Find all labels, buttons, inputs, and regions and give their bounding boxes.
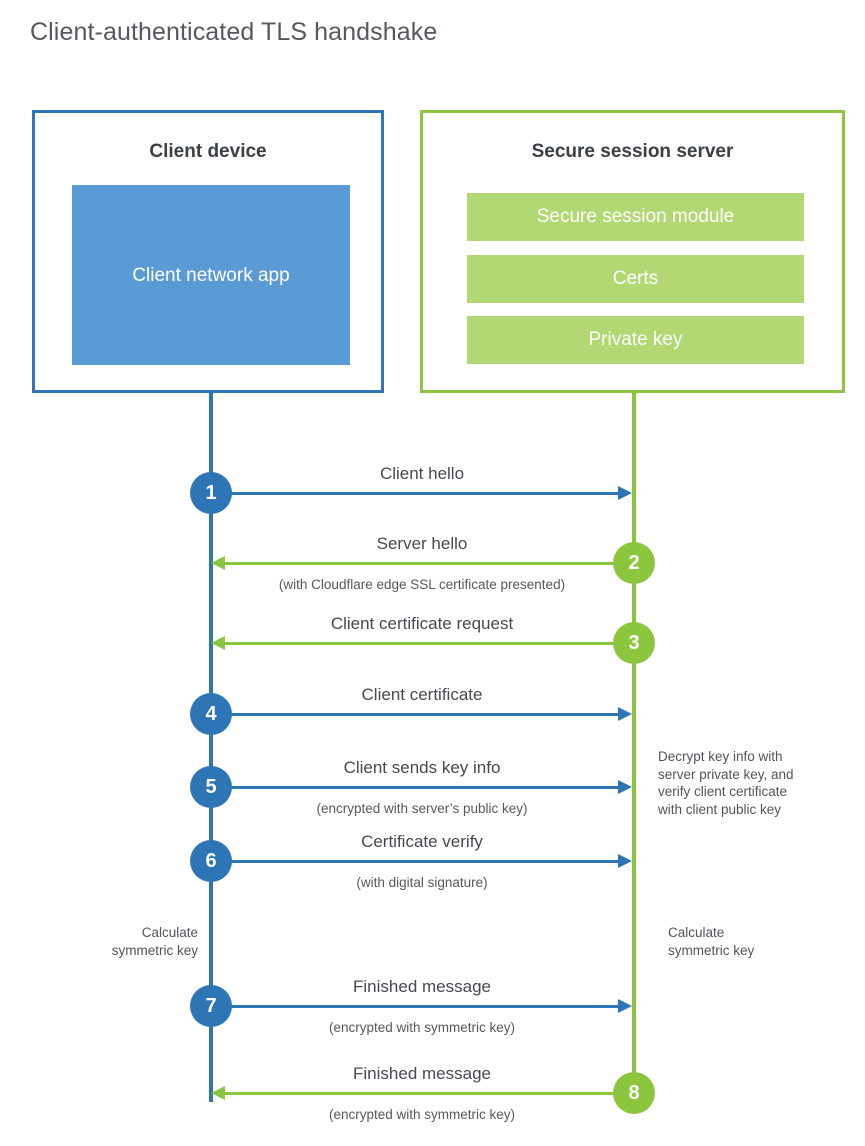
server-component-secure-session-module: Secure session module: [467, 193, 804, 241]
message-sublabel-8: (encrypted with symmetric key): [328, 1107, 516, 1122]
arrow-left-icon-3: [211, 636, 225, 650]
arrow-right-icon-1: [618, 486, 632, 500]
step-number-badge-5[interactable]: 5: [190, 766, 232, 808]
secure-session-server-title: Secure session server: [531, 141, 734, 162]
arrow-left-icon-2: [211, 556, 225, 570]
step-number-badge-8[interactable]: 8: [613, 1072, 655, 1114]
message-arrow-line-2: [222, 562, 632, 565]
message-arrow-line-4: [211, 713, 621, 716]
arrow-right-icon-4: [618, 707, 632, 721]
client-device-box: Client device Client network app: [32, 110, 384, 393]
step-number-badge-3[interactable]: 3: [613, 622, 655, 664]
annotation-decrypt-key-info: Decrypt key info with server private key…: [658, 749, 794, 817]
step-number-badge-1[interactable]: 1: [190, 472, 232, 514]
step-number-badge-6[interactable]: 6: [190, 840, 232, 882]
message-label-4: Client certificate: [361, 685, 483, 704]
message-sublabel-7: (encrypted with symmetric key): [328, 1020, 516, 1035]
message-sublabel-5: (encrypted with server’s public key): [316, 801, 528, 816]
message-label-6: Certificate verify: [361, 832, 483, 851]
message-arrow-line-1: [211, 492, 621, 495]
arrow-left-icon-8: [211, 1086, 225, 1100]
message-sublabel-6: (with digital signature): [356, 875, 488, 890]
client-network-app-block: Client network app: [72, 185, 350, 365]
client-device-title: Client device: [149, 141, 267, 162]
message-label-8: Finished message: [353, 1064, 491, 1083]
arrow-right-icon-5: [618, 780, 632, 794]
step-number-badge-7[interactable]: 7: [190, 985, 232, 1027]
message-label-3: Client certificate request: [330, 614, 514, 633]
message-arrow-line-7: [211, 1005, 621, 1008]
message-arrow-line-3: [222, 642, 632, 645]
server-component-certs: Certs: [467, 255, 804, 303]
arrow-right-icon-6: [618, 854, 632, 868]
message-sublabel-2: (with Cloudflare edge SSL certificate pr…: [278, 577, 566, 592]
arrow-right-icon-7: [618, 999, 632, 1013]
secure-session-server-box: Secure session server Secure session mod…: [420, 110, 845, 393]
page-title: Client-authenticated TLS handshake: [30, 18, 438, 46]
annotation-calculate-symmetric-key-client: Calculate symmetric key: [111, 925, 198, 958]
annotation-calculate-symmetric-key-server: Calculate symmetric key: [668, 925, 755, 958]
message-label-1: Client hello: [379, 464, 465, 483]
message-arrow-line-6: [211, 860, 621, 863]
server-lifeline: [632, 392, 636, 1094]
message-label-5: Client sends key info: [343, 758, 501, 777]
message-label-2: Server hello: [376, 534, 468, 553]
message-label-7: Finished message: [353, 977, 491, 996]
server-component-private-key: Private key: [467, 316, 804, 364]
message-arrow-line-8: [222, 1092, 632, 1095]
message-arrow-line-5: [211, 786, 621, 789]
client-lifeline: [209, 392, 213, 1102]
step-number-badge-2[interactable]: 2: [613, 542, 655, 584]
step-number-badge-4[interactable]: 4: [190, 693, 232, 735]
